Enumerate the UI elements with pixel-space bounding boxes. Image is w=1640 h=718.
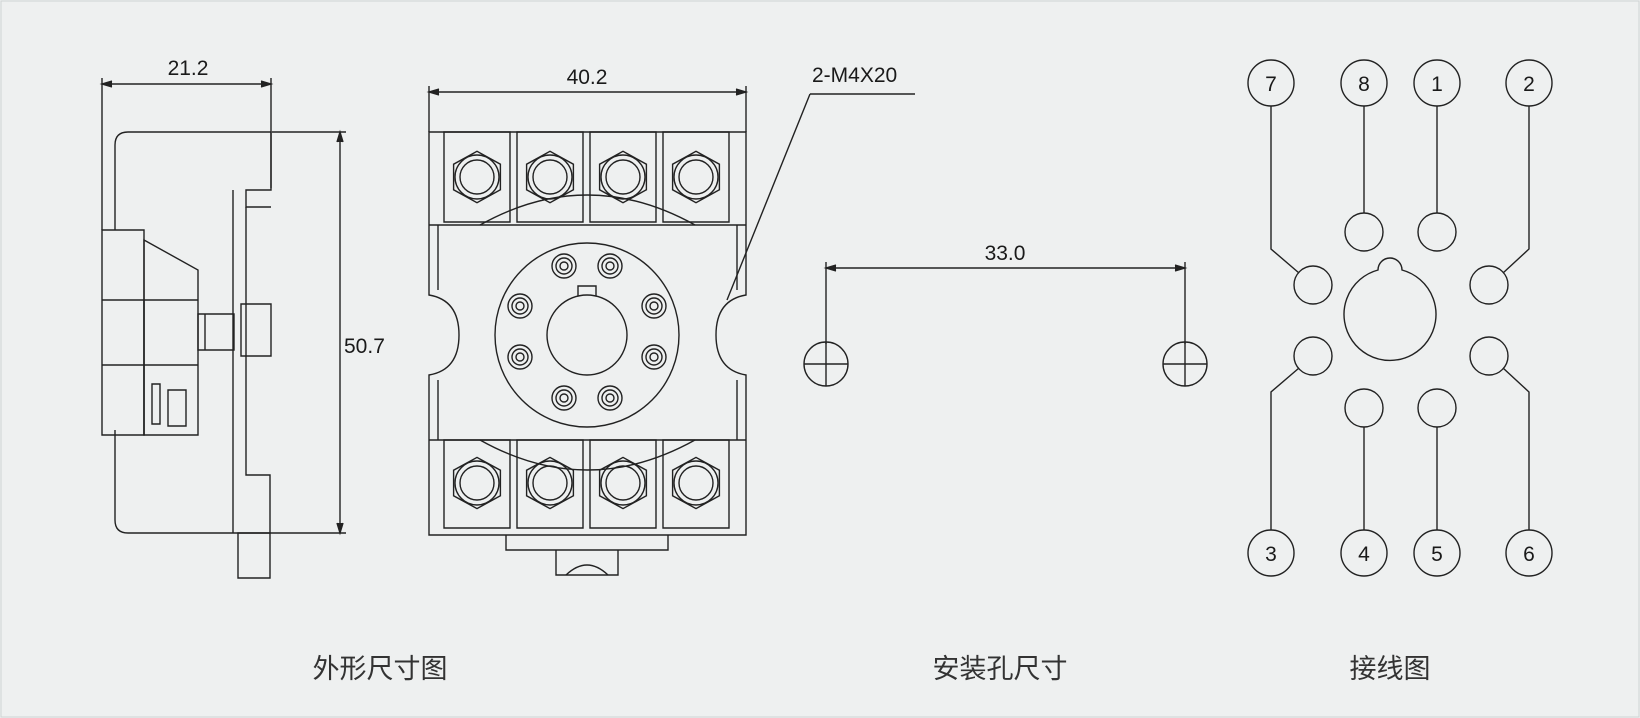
socket-pin-hole (598, 254, 622, 278)
wire-lines (1271, 106, 1529, 530)
pin-number-label: 4 (1358, 543, 1370, 566)
contact-circle (1470, 266, 1508, 304)
terminal-screw (598, 456, 648, 510)
wire-line (1503, 368, 1529, 530)
pin-label: 4 (1341, 530, 1387, 576)
contact-circle (1418, 389, 1456, 427)
outline-dimension-caption: 外形尺寸图 (313, 654, 448, 685)
socket-pin-hole (552, 386, 576, 410)
pin-label-circle (1341, 530, 1387, 576)
socket-pin-hole (508, 345, 532, 369)
mounting-hole-caption: 安装孔尺寸 (933, 654, 1068, 685)
terminal-row-top (444, 132, 729, 222)
wiring-diagram: 7 8 1 2 3 4 5 6 (1248, 60, 1552, 576)
terminal-screw (671, 150, 721, 204)
pin-label-circle (1506, 530, 1552, 576)
side-height-label: 50.7 (344, 335, 385, 358)
contact-circle (1294, 266, 1332, 304)
terminal-screw (671, 456, 721, 510)
terminal-screw (598, 150, 648, 204)
pin-label-circle (1414, 530, 1460, 576)
pin-number-label: 2 (1523, 73, 1535, 96)
contact-circle (1470, 337, 1508, 375)
terminal-screw (525, 150, 575, 204)
pin-number-label: 3 (1265, 543, 1277, 566)
pin-number-label: 1 (1431, 73, 1443, 96)
pin-label-circle (1248, 60, 1294, 106)
socket-pin-hole (552, 254, 576, 278)
pin-label: 1 (1414, 60, 1460, 106)
mounting-spacing-label: 33.0 (985, 242, 1026, 265)
front-body-outline (429, 132, 746, 535)
contact-circle (1345, 389, 1383, 427)
pin-label-circle (1341, 60, 1387, 106)
terminal-row-bottom (444, 440, 729, 528)
pin-label: 7 (1248, 60, 1294, 106)
wire-line (1271, 106, 1299, 273)
terminal-screw (452, 150, 502, 204)
center-key-circle (1344, 258, 1436, 360)
side-view-drawing (102, 78, 346, 578)
terminal-screws (452, 150, 721, 510)
socket-pin-hole (508, 294, 532, 318)
mounting-spacing-dimension (826, 262, 1185, 344)
wire-line (1503, 106, 1529, 273)
socket-pin-hole (598, 386, 622, 410)
socket-pin-holes (508, 254, 666, 410)
pin-label: 8 (1341, 60, 1387, 106)
socket-pin-hole (642, 345, 666, 369)
wire-line (1271, 368, 1299, 530)
wiring-diagram-caption: 接线图 (1350, 654, 1431, 685)
pin-label-circle (1506, 60, 1552, 106)
pin-label-group: 7 8 1 2 3 4 5 6 (1248, 60, 1552, 576)
mounting-hole-right (1163, 342, 1207, 386)
mounting-hole-drawing (804, 262, 1207, 386)
side-body-outline (102, 132, 271, 578)
front-width-label: 40.2 (567, 66, 608, 89)
contact-circle (1418, 213, 1456, 251)
contact-circle (1345, 213, 1383, 251)
pin-label-circle (1414, 60, 1460, 106)
pin-number-label: 7 (1265, 73, 1277, 96)
pin-number-label: 6 (1523, 543, 1535, 566)
terminal-screw (452, 456, 502, 510)
side-width-label: 21.2 (168, 57, 209, 80)
pin-label: 2 (1506, 60, 1552, 106)
contact-circle (1294, 337, 1332, 375)
terminal-screw (525, 456, 575, 510)
pin-label: 6 (1506, 530, 1552, 576)
screw-spec-label: 2-M4X20 (812, 64, 897, 87)
mounting-hole-left (804, 342, 848, 386)
socket-pin-hole (642, 294, 666, 318)
pin-label: 3 (1248, 530, 1294, 576)
contact-circles (1294, 213, 1508, 427)
front-width-dimension (429, 86, 746, 132)
pin-label: 5 (1414, 530, 1460, 576)
pin-number-label: 8 (1358, 73, 1370, 96)
pin-label-circle (1248, 530, 1294, 576)
pin-number-label: 5 (1431, 543, 1443, 566)
front-view-drawing (429, 86, 915, 575)
